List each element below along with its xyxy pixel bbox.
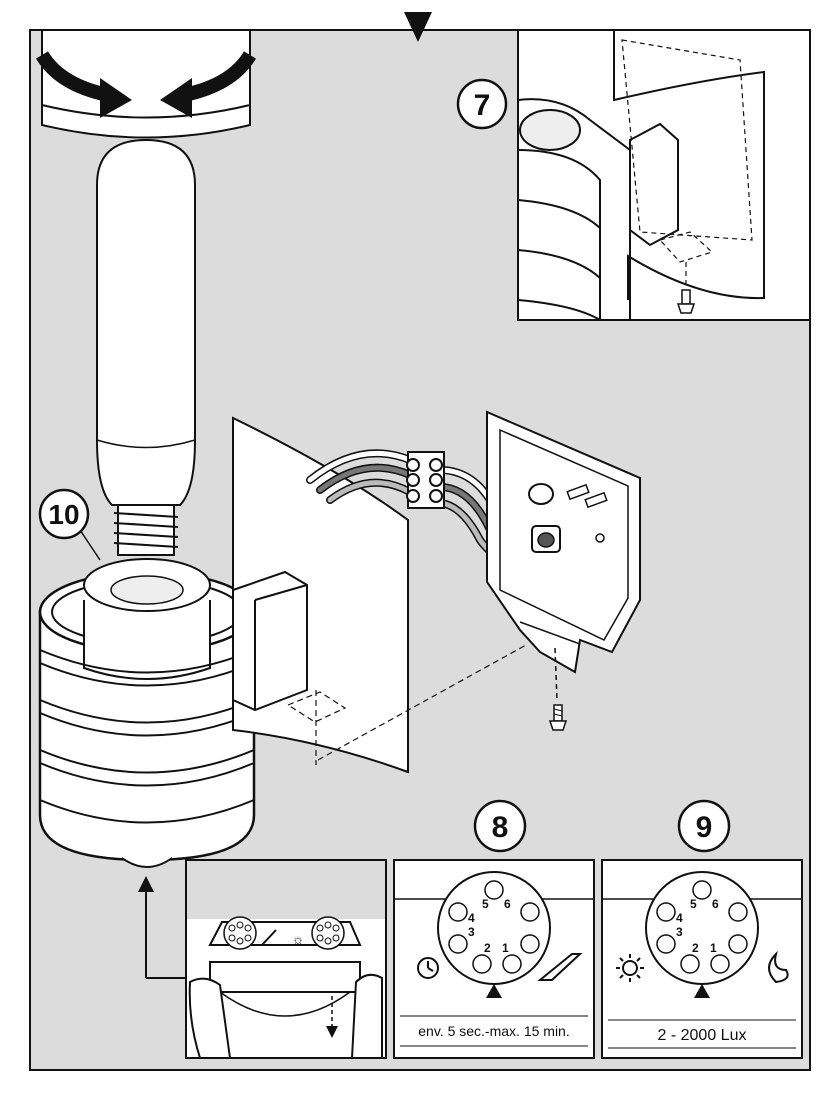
lamp-assembly <box>35 29 257 868</box>
step-8-badge <box>473 799 527 853</box>
dial9-num-6: 6 <box>712 897 719 911</box>
bulb <box>96 138 196 506</box>
dial9-pointer-icon <box>694 984 710 998</box>
step-7-badge <box>456 78 508 130</box>
sun-small-icon: ☼ <box>292 931 305 947</box>
dial9-num-1: 1 <box>710 941 717 955</box>
bulb-thread <box>117 504 175 556</box>
step-9-label: 9 <box>696 811 713 844</box>
step-9-panel: 6 5 4 3 2 1 2 - 2000 Lux <box>601 859 803 1059</box>
moon-icon <box>768 950 789 984</box>
dial8-num-6: 6 <box>504 897 511 911</box>
terminal-block <box>406 451 445 509</box>
clock-icon <box>417 957 439 979</box>
step-9-caption: 2 - 2000 Lux <box>658 1027 747 1044</box>
dial8-num-5: 5 <box>482 897 489 911</box>
step-8-label: 8 <box>492 811 509 844</box>
dial8-num-2: 2 <box>484 941 491 955</box>
mounting-box <box>486 410 641 701</box>
dial8-num-3: 3 <box>468 925 475 939</box>
step-7-panel <box>517 29 811 321</box>
dial8-num-4: 4 <box>468 911 475 925</box>
rotate-arrow-right-icon <box>160 78 192 118</box>
sun-icon <box>616 954 644 982</box>
step-7-screw-icon <box>676 289 696 314</box>
step-10-label: 10 <box>48 499 79 530</box>
left-hand <box>188 977 232 1059</box>
dial8-pointer-icon <box>486 984 502 998</box>
step-8-caption: env. 5 sec.-max. 15 min. <box>418 1023 569 1039</box>
rotate-arrow-left-icon <box>100 78 132 118</box>
up-arrow-icon <box>138 876 154 892</box>
dial9-num-4: 4 <box>676 911 683 925</box>
screw-icon <box>548 704 568 731</box>
dial8-num-1: 1 <box>502 941 509 955</box>
top-arrow-icon <box>404 12 432 42</box>
step-8-panel: 6 5 4 3 2 1 env. 5 sec.-max. 15 min. <box>393 859 595 1059</box>
sensor-panel: ☼ <box>138 859 387 1059</box>
ramp-icon <box>537 953 583 981</box>
down-arrow-icon <box>326 1026 338 1038</box>
dial9-num-5: 5 <box>690 897 697 911</box>
dial9-num-3: 3 <box>676 925 683 939</box>
step-7-label: 7 <box>474 89 491 122</box>
right-hand <box>350 973 383 1059</box>
dial9-num-2: 2 <box>692 941 699 955</box>
step-9-badge <box>677 799 731 853</box>
wall-plate <box>232 416 527 774</box>
step-10-badge <box>38 488 90 540</box>
